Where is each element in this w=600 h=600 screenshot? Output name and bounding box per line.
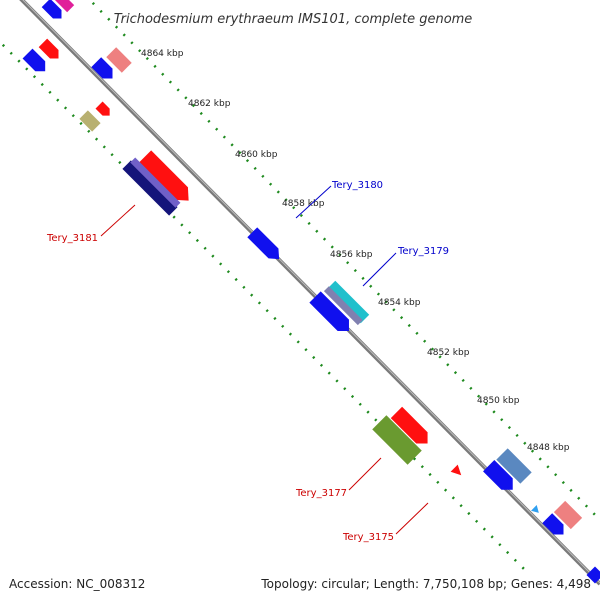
genome-title-text: Trichodesmium erythraeum IMS101, complet…	[114, 12, 473, 27]
tick-label: 4854 kbp	[378, 298, 421, 308]
tick-label: 4850 kbp	[477, 396, 520, 406]
inner-tick-track	[0, 40, 531, 576]
gene-label-leaders	[100, 185, 429, 535]
gene-steelblue-1[interactable]	[496, 448, 532, 484]
leader-tery-3180	[295, 185, 332, 219]
gene-red-3[interactable]	[390, 406, 433, 449]
gene-label-tery-3177[interactable]: Tery_3177	[295, 488, 347, 499]
gene-blue-2[interactable]	[91, 57, 117, 83]
gene-tery-3179-slate[interactable]	[323, 286, 363, 326]
gene-top-left-magenta[interactable]	[54, 0, 75, 13]
gene-blue-3[interactable]	[309, 291, 354, 336]
gene-blue-5[interactable]	[542, 513, 568, 539]
gene-bottom-right-blue[interactable]	[586, 566, 600, 584]
gene-red-1[interactable]	[38, 38, 63, 63]
gene-lightblue-small[interactable]	[531, 505, 542, 516]
tick-label: 4860 kbp	[235, 150, 278, 160]
tick-label: 4864 kbp	[141, 49, 184, 59]
gene-label-tery-3180[interactable]: Tery_3180	[331, 180, 383, 191]
gene-tery-3181-navy[interactable]	[122, 160, 178, 216]
gene-tery-3179-cyan[interactable]	[326, 280, 370, 324]
leader-tery-3179	[362, 252, 397, 287]
scale-tick-labels: 4864 kbp 4862 kbp 4860 kbp 4858 kbp 4856…	[141, 49, 570, 453]
leader-tery-3177	[348, 457, 382, 491]
gene-tery-3181-red[interactable]	[138, 150, 195, 207]
gene-tery-3175-red[interactable]	[450, 464, 465, 479]
gene-top-left-blue[interactable]	[41, 0, 66, 23]
tick-label: 4856 kbp	[330, 250, 373, 260]
leader-tery-3181	[100, 204, 136, 237]
leader-tery-3175	[395, 502, 429, 535]
gene-pink-2[interactable]	[553, 500, 583, 530]
genome-title: Trichodesmium erythraeum IMS101, complet…	[114, 12, 473, 27]
tick-label: 4862 kbp	[188, 99, 231, 109]
gene-label-tery-3179[interactable]: Tery_3179	[397, 246, 449, 257]
gene-label-tery-3175[interactable]: Tery_3175	[342, 532, 394, 543]
gene-label-tery-3181[interactable]: Tery_3181	[46, 233, 98, 244]
gene-labels: Tery_3180 Tery_3179 Tery_3181 Tery_3177 …	[46, 180, 449, 543]
genome-summary-text: Topology: circular; Length: 7,750,108 bp…	[261, 577, 591, 591]
gene-tery-3181-purple[interactable]	[130, 157, 181, 208]
tick-label: 4852 kbp	[427, 348, 470, 358]
gene-olive-1[interactable]	[79, 110, 101, 132]
gene-features	[22, 0, 600, 584]
outer-tick-track	[88, 0, 600, 522]
gene-blue-1[interactable]	[22, 48, 51, 77]
tick-label: 4858 kbp	[282, 199, 325, 209]
gene-red-2[interactable]	[95, 101, 114, 120]
gene-tery-3177-green[interactable]	[372, 415, 422, 465]
gene-tery-3180-blue[interactable]	[247, 227, 284, 264]
tick-label: 4848 kbp	[527, 443, 570, 453]
gene-blue-4[interactable]	[483, 460, 518, 495]
gene-pink-1[interactable]	[106, 47, 132, 73]
accession-text: Accession: NC_008312	[9, 577, 146, 591]
